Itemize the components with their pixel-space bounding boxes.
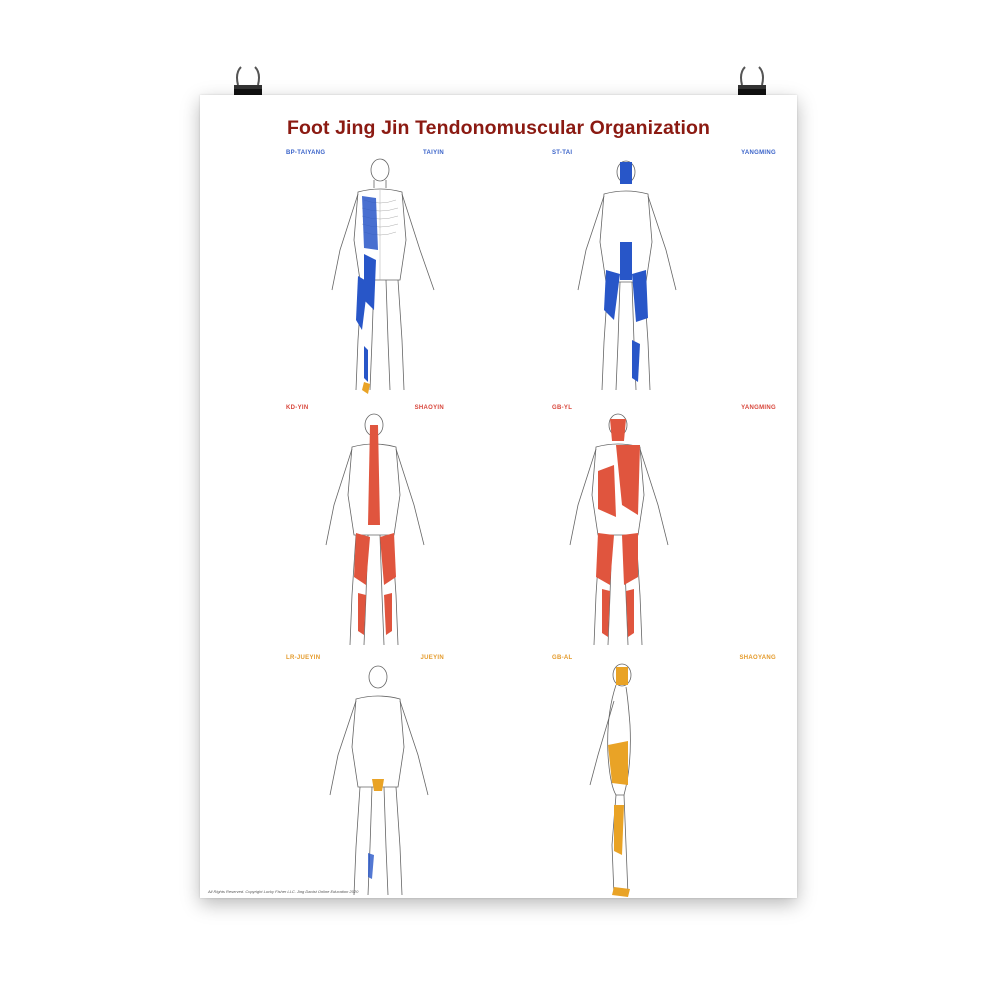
poster-title: Foot Jing Jin Tendonomuscular Organizati… — [286, 117, 711, 139]
panel-shao-yang-side: GB-AL SHAOYANG — [498, 655, 788, 905]
panel-header-left: BP-TAIYANG — [286, 150, 326, 156]
copyright-footer: All Rights Reserved. Copyright Lucky Fis… — [208, 889, 359, 894]
panel-header-left: KD-YIN — [286, 405, 309, 411]
panel-header-right: YANGMING — [741, 405, 776, 411]
body-figure-front — [329, 665, 429, 896]
panel-tai-yang-front: BP-TAIYANG TAIYIN — [208, 150, 498, 400]
body-figure-front — [577, 160, 677, 391]
panel-header-left: GB-AL — [552, 655, 573, 661]
body-figure-front — [331, 158, 435, 394]
body-figure-back — [569, 413, 669, 646]
panel-shao-yang-back-2: GB-YL YANGMING — [498, 405, 788, 655]
panel-header-right: YANGMING — [741, 150, 776, 156]
panel-header-right: SHAOYIN — [414, 405, 444, 411]
panel-header-right: SHAOYANG — [739, 655, 776, 661]
panel-header-left: LR-JUEYIN — [286, 655, 321, 661]
panel-yang-ming-front-2: LR-JUEYIN JUEYIN — [208, 655, 498, 905]
panel-header-left: ST-TAI — [552, 150, 573, 156]
panel-header-right: TAIYIN — [422, 150, 444, 156]
panel-yang-ming-front: ST-TAI YANGMING — [498, 150, 788, 400]
body-figure-side — [589, 663, 632, 897]
panel-header-left: GB-YL — [552, 405, 573, 411]
panel-shao-yang-back: KD-YIN SHAOYIN — [208, 405, 498, 655]
panel-header-right: JUEYIN — [420, 655, 444, 661]
body-figure-back — [325, 413, 425, 646]
anatomy-poster: Foot Jing Jin Tendonomuscular Organizati… — [200, 95, 797, 898]
